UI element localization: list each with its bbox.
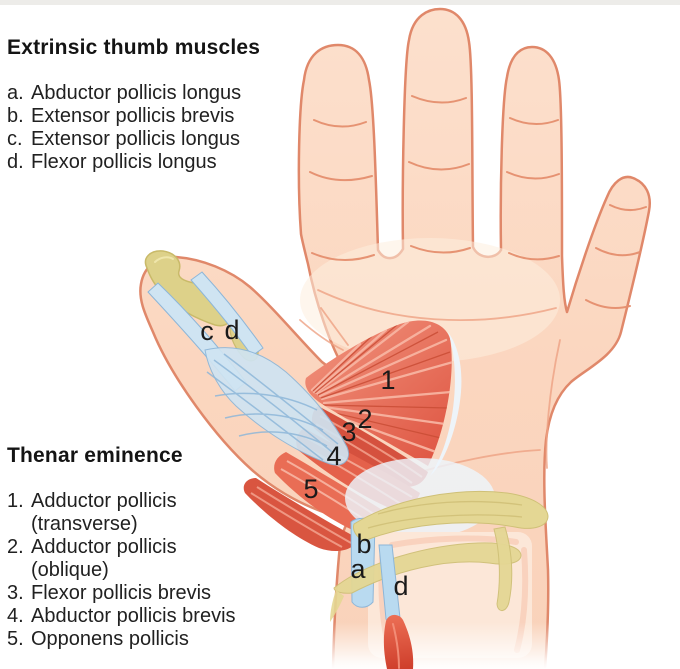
- label-tendon-c: c: [200, 316, 214, 346]
- thenar-item-4: 4. Abductor pollicis brevis: [7, 605, 236, 628]
- item-key: c.: [7, 128, 23, 150]
- fpl-muscle-highlight: [392, 623, 400, 669]
- tendon-strip-d: [190, 271, 264, 357]
- item-name: Opponens pollicis: [31, 628, 189, 650]
- top-border-strip: [0, 0, 680, 5]
- item-name: Extensor pollicis longus: [31, 128, 240, 150]
- retinaculum-main-band: [353, 490, 549, 542]
- item-name: Flexor pollicis longus: [31, 151, 217, 173]
- thenar-item-1: 1. Adductor pollicis(transverse): [7, 490, 236, 536]
- item-key: 1.: [7, 490, 24, 512]
- label-wrist-a: a: [350, 554, 366, 584]
- palm-creases: [299, 289, 561, 479]
- muscle-5-striations: [250, 486, 352, 548]
- thenar-item-3: 3. Flexor pollicis brevis: [7, 582, 236, 605]
- extrinsic-item-c: c. Extensor pollicis longus: [7, 128, 260, 151]
- item-subname: (transverse): [31, 513, 138, 535]
- item-name: Adductor pollicis: [31, 536, 177, 558]
- item-key: a.: [7, 82, 24, 104]
- extrinsic-item-a: a. Abductor pollicis longus: [7, 82, 260, 105]
- label-tendon-d: d: [224, 315, 239, 345]
- thenar-item-5: 5. Opponens pollicis: [7, 628, 236, 651]
- fpl-muscle-belly: [383, 614, 414, 669]
- extrinsic-legend: Extrinsic thumb muscles a. Abductor polli…: [7, 36, 260, 174]
- thenar-item-2: 2. Adductor pollicis(oblique): [7, 536, 236, 582]
- item-key: 3.: [7, 582, 24, 604]
- thumb-tendons: [147, 271, 349, 466]
- item-subname: (oblique): [31, 559, 109, 581]
- label-wrist-b: b: [356, 529, 371, 559]
- label-muscle-4: 4: [326, 441, 341, 471]
- figure-labels: c d 1 2 3 4 5 b a d: [200, 315, 408, 601]
- muscle-1-striations-dark: [312, 324, 451, 439]
- item-name: Abductor pollicis brevis: [31, 605, 236, 627]
- muscle-adductor-transverse: [305, 320, 452, 466]
- muscle-1-striations-light: [310, 320, 452, 466]
- retinaculum-right-strand: [493, 526, 513, 611]
- item-key: b.: [7, 105, 24, 127]
- palm-highlight: [300, 238, 560, 362]
- extrinsic-list: a. Abductor pollicis longus b. Extensor po…: [7, 82, 260, 174]
- label-muscle-3: 3: [341, 417, 356, 447]
- retinaculum-left-tail: [330, 590, 344, 622]
- tendon-fan-lines: [206, 353, 339, 461]
- wrist-retinaculum: [330, 490, 549, 622]
- label-wrist-d: d: [393, 571, 408, 601]
- aponeurosis-crescent: [430, 332, 462, 476]
- extrinsic-item-d: d. Flexor pollicis longus: [7, 151, 260, 174]
- thenar-title: Thenar eminence: [7, 444, 183, 467]
- label-muscle-1: 1: [380, 365, 395, 395]
- label-muscle-2: 2: [357, 404, 372, 434]
- item-name: Flexor pollicis brevis: [31, 582, 212, 604]
- item-key: d.: [7, 151, 24, 173]
- label-muscle-5: 5: [303, 474, 318, 504]
- item-name: Extensor pollicis brevis: [31, 105, 235, 127]
- item-name: Adductor pollicis: [31, 490, 177, 512]
- bottom-fade: [0, 622, 680, 669]
- retinaculum-band-lines: [367, 500, 523, 529]
- item-key: 2.: [7, 536, 24, 558]
- item-key: 4.: [7, 605, 24, 627]
- thenar-legend: Thenar eminence 1. Adductor pollicis(tran…: [7, 444, 236, 651]
- extrinsic-item-b: b. Extensor pollicis brevis: [7, 105, 260, 128]
- extrinsic-title: Extrinsic thumb muscles: [7, 36, 261, 59]
- item-key: 5.: [7, 628, 24, 650]
- thenar-list: 1. Adductor pollicis(transverse) 2. Adduct…: [7, 490, 236, 651]
- item-name: Abductor pollicis longus: [31, 82, 242, 104]
- finger-creases: [309, 95, 647, 309]
